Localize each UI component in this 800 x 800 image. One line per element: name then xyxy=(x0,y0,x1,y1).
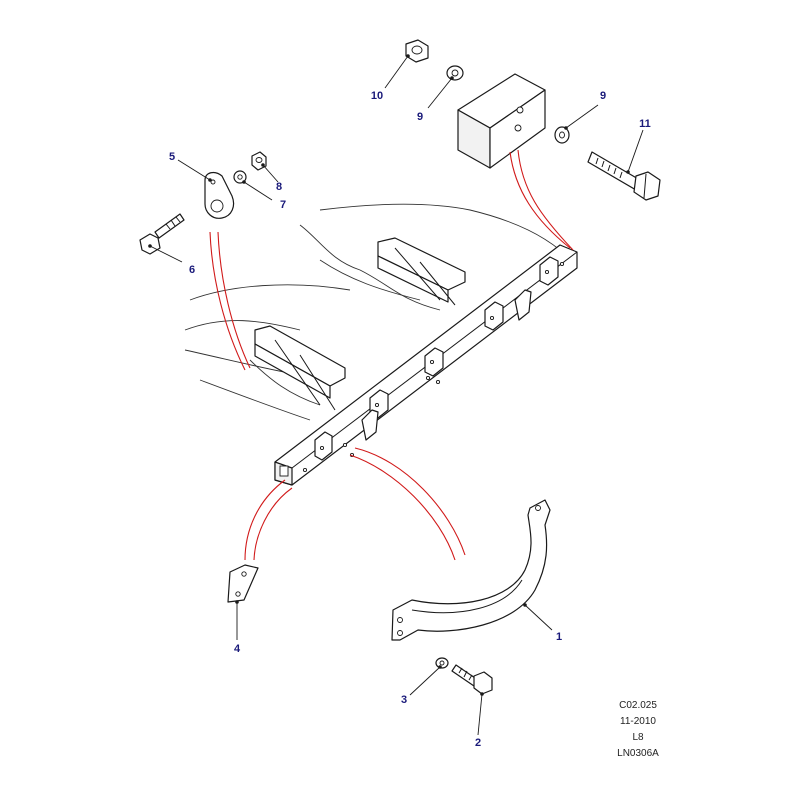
callout-part-9-right: 9 xyxy=(600,90,606,102)
callout-part-7: 7 xyxy=(280,199,286,211)
reference-drawing-number: LN0306A xyxy=(617,748,659,759)
leader-dot xyxy=(438,665,442,669)
callout-part-5: 5 xyxy=(169,151,175,163)
washer-part-3 xyxy=(435,657,449,669)
callout-part-3: 3 xyxy=(401,694,407,706)
rail-holes xyxy=(302,261,565,473)
callout-part-10: 10 xyxy=(371,90,383,102)
leader-dot xyxy=(261,163,265,167)
nut-part-10 xyxy=(405,39,429,63)
reference-date: 11-2010 xyxy=(620,716,656,727)
callout-leaders xyxy=(148,54,644,736)
leader-dot xyxy=(406,54,410,58)
washer-part-9-top xyxy=(446,65,464,81)
strap-part-1 xyxy=(391,499,551,641)
callout-labels: 10 9 9 11 5 7 8 6 4 1 3 2 xyxy=(169,90,651,749)
leader-dot xyxy=(523,603,527,607)
washer-part-7 xyxy=(233,170,247,184)
vehicle-body-outline xyxy=(184,203,561,421)
bolt-part-11 xyxy=(587,151,661,201)
leader-dot xyxy=(242,180,246,184)
nut-part-8 xyxy=(251,151,267,171)
washer-part-9-right xyxy=(554,126,570,144)
leader-dot xyxy=(626,170,630,174)
callout-part-11: 11 xyxy=(639,118,651,130)
callout-part-6: 6 xyxy=(189,264,195,276)
leader-dot xyxy=(480,692,484,696)
leader-dot xyxy=(148,244,152,248)
callout-part-8: 8 xyxy=(276,181,282,193)
callout-part-1: 1 xyxy=(556,631,562,643)
reference-code: C02.025 xyxy=(619,700,657,711)
spacer-block xyxy=(457,73,546,169)
leader-dot xyxy=(208,178,212,182)
leader-dot xyxy=(235,600,239,604)
callout-part-9-top: 9 xyxy=(417,111,423,123)
cross-member-rear xyxy=(377,237,466,306)
assembly-lines xyxy=(209,149,574,561)
plate-part-4 xyxy=(227,564,259,603)
leader-dot xyxy=(450,76,454,80)
reference-model: L8 xyxy=(632,732,644,743)
leader-dot xyxy=(564,126,568,130)
bolt-part-6 xyxy=(139,213,185,255)
bolt-part-2 xyxy=(451,664,493,695)
cross-member-front xyxy=(254,325,346,411)
callout-part-2: 2 xyxy=(475,737,481,749)
callout-part-4: 4 xyxy=(234,643,241,655)
bracket-plate-part-5 xyxy=(204,171,235,219)
chassis-side-rail xyxy=(274,244,578,486)
reference-block: C02.025 11-2010 L8 LN0306A xyxy=(617,700,659,759)
